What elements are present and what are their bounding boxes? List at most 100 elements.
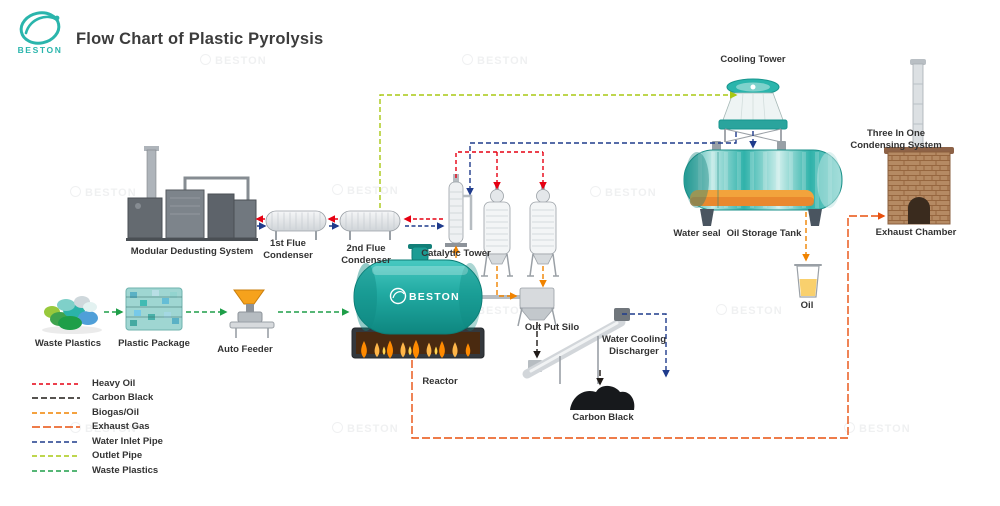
label-line: Condenser [263, 249, 313, 261]
feeder-funnel [233, 289, 265, 305]
legend-item-water-inlet-pipe: Water Inlet Pipe [30, 437, 163, 446]
water-cooling-discharger-graphic [522, 308, 630, 384]
label-line: Condensing System [850, 139, 942, 151]
oil-liquid [799, 279, 817, 296]
flame-icon [361, 339, 471, 359]
tank-leg [700, 209, 714, 226]
feeder-box [237, 311, 263, 323]
reactor-firebox [356, 332, 480, 354]
watermark: BESTON [332, 184, 399, 197]
vertical-condenser-2-graphic [527, 185, 559, 277]
legend-item-label: Outlet Pipe [92, 450, 143, 462]
label-flue-condenser-2: 2nd Flue Condenser [341, 243, 391, 267]
label-oil: Oil [800, 300, 814, 311]
page-title: Flow Chart of Plastic Pyrolysis [76, 30, 324, 48]
label-water-seal: Water seal [673, 228, 721, 239]
dedusting-port [135, 203, 141, 209]
flue-condenser-2-graphic [339, 210, 401, 240]
legend-swatch-carbon-black [32, 397, 80, 399]
legend-swatch-heavy-oil [32, 382, 80, 385]
exhaust-chamber-graphic [884, 59, 954, 225]
bale-straps [126, 296, 182, 318]
label-reactor: Reactor [422, 376, 458, 387]
watermark: BESTON [70, 186, 137, 199]
waste-plastics-graphic [42, 296, 102, 334]
tank-leg [808, 209, 822, 226]
label-line: Condenser [341, 254, 391, 266]
legend-swatch-biogas-oil [32, 411, 80, 414]
pipe-heavy-oil-header [455, 151, 543, 178]
dedusting-base [126, 238, 258, 241]
watermark: BESTON [332, 422, 399, 435]
watermark: BESTON [462, 54, 529, 67]
label-three-in-one: Three In One Condensing System [850, 128, 941, 152]
pipe-exhaust-loop [411, 212, 886, 439]
label-line: 1st Flue [270, 238, 306, 249]
legend-swatch-water-inlet-pipe [32, 440, 80, 443]
label-carbon-black: Carbon Black [572, 412, 634, 423]
plastic-package-graphic [125, 287, 183, 331]
legend-swatch-exhaust-gas [32, 426, 80, 428]
chamber-arch [908, 197, 930, 224]
legend-swatch-waste-plastics [32, 469, 80, 472]
label-waste-plastics: Waste Plastics [34, 338, 102, 349]
label-line: Three In One [866, 128, 926, 139]
legend-item-label: Waste Plastics [92, 464, 159, 476]
watermark: BESTON [716, 304, 783, 317]
dedusting-duct [183, 176, 250, 200]
pipe-cooling-to-condensers [466, 132, 737, 196]
reactor-brand-text: BESTON [409, 291, 460, 303]
dedusting-box [127, 197, 163, 239]
cooling-tower-graphic [718, 78, 788, 143]
vertical-condenser-1-graphic [481, 185, 513, 277]
output-silo-graphic [517, 287, 557, 327]
pipe-discharger-water [622, 313, 670, 378]
feeder-stand [229, 321, 275, 329]
oil-beaker-graphic [794, 264, 822, 298]
chimney-cap [910, 59, 926, 65]
legend-item-label: Carbon Black [92, 392, 154, 404]
legend-item-label: Water Inlet Pipe [92, 435, 163, 447]
legend-swatch-outlet-pipe [32, 455, 80, 457]
label-out-put-silo: Out Put Silo [524, 322, 580, 333]
dedusting-box [207, 193, 235, 239]
legend-item-label: Heavy Oil [92, 377, 136, 389]
auto-feeder-graphic [229, 289, 275, 338]
catalytic-side-pipe [463, 194, 473, 230]
pipe-condenser1-to-silo [496, 266, 518, 300]
beston-logo-icon [19, 11, 61, 45]
label-modular-dedusting: Modular Dedusting System [130, 246, 254, 257]
catalytic-tower-graphic [445, 174, 473, 247]
legend-item-carbon-black: Carbon Black [30, 392, 163, 404]
reactor-logo-icon [389, 287, 407, 305]
pipe-outlet-to-cooling-tower [379, 91, 738, 208]
legend-item-waste-plastics: Waste Plastics [30, 466, 163, 475]
label-line: Water Cooling [601, 334, 667, 345]
label-catalytic-tower: Catalytic Tower [421, 248, 491, 259]
legend-item-outlet-pipe: Outlet Pipe [30, 450, 163, 462]
legend-item-label: Biogas/Oil [92, 406, 139, 418]
label-auto-feeder: Auto Feeder [217, 344, 273, 355]
flue-condenser-1-graphic [265, 210, 327, 240]
dedusting-chimney [146, 149, 157, 199]
cooling-tower-basin [718, 119, 788, 130]
brand-wordmark: BESTON [17, 45, 63, 55]
reactor-body [353, 259, 483, 335]
legend-item-label: Exhaust Gas [92, 421, 150, 433]
legend-item-exhaust-gas: Exhaust Gas [30, 421, 163, 433]
carbon-black-pile [570, 385, 635, 410]
watermark: BESTON [70, 422, 137, 435]
label-oil-storage-tank: Oil Storage Tank [726, 228, 802, 239]
dedusting-vents [170, 197, 200, 215]
label-plastic-package: Plastic Package [118, 338, 190, 349]
label-flue-condenser-1: 1st Flue Condenser [263, 238, 313, 262]
watermark: BESTON [200, 54, 267, 67]
watermark: BESTON [844, 422, 911, 435]
modular-dedusting-graphic [126, 146, 258, 241]
label-water-cooling-discharger: Water Cooling Discharger [602, 334, 666, 358]
label-exhaust-chamber: Exhaust Chamber [875, 227, 957, 238]
legend-item-heavy-oil: Heavy Oil [30, 379, 163, 388]
